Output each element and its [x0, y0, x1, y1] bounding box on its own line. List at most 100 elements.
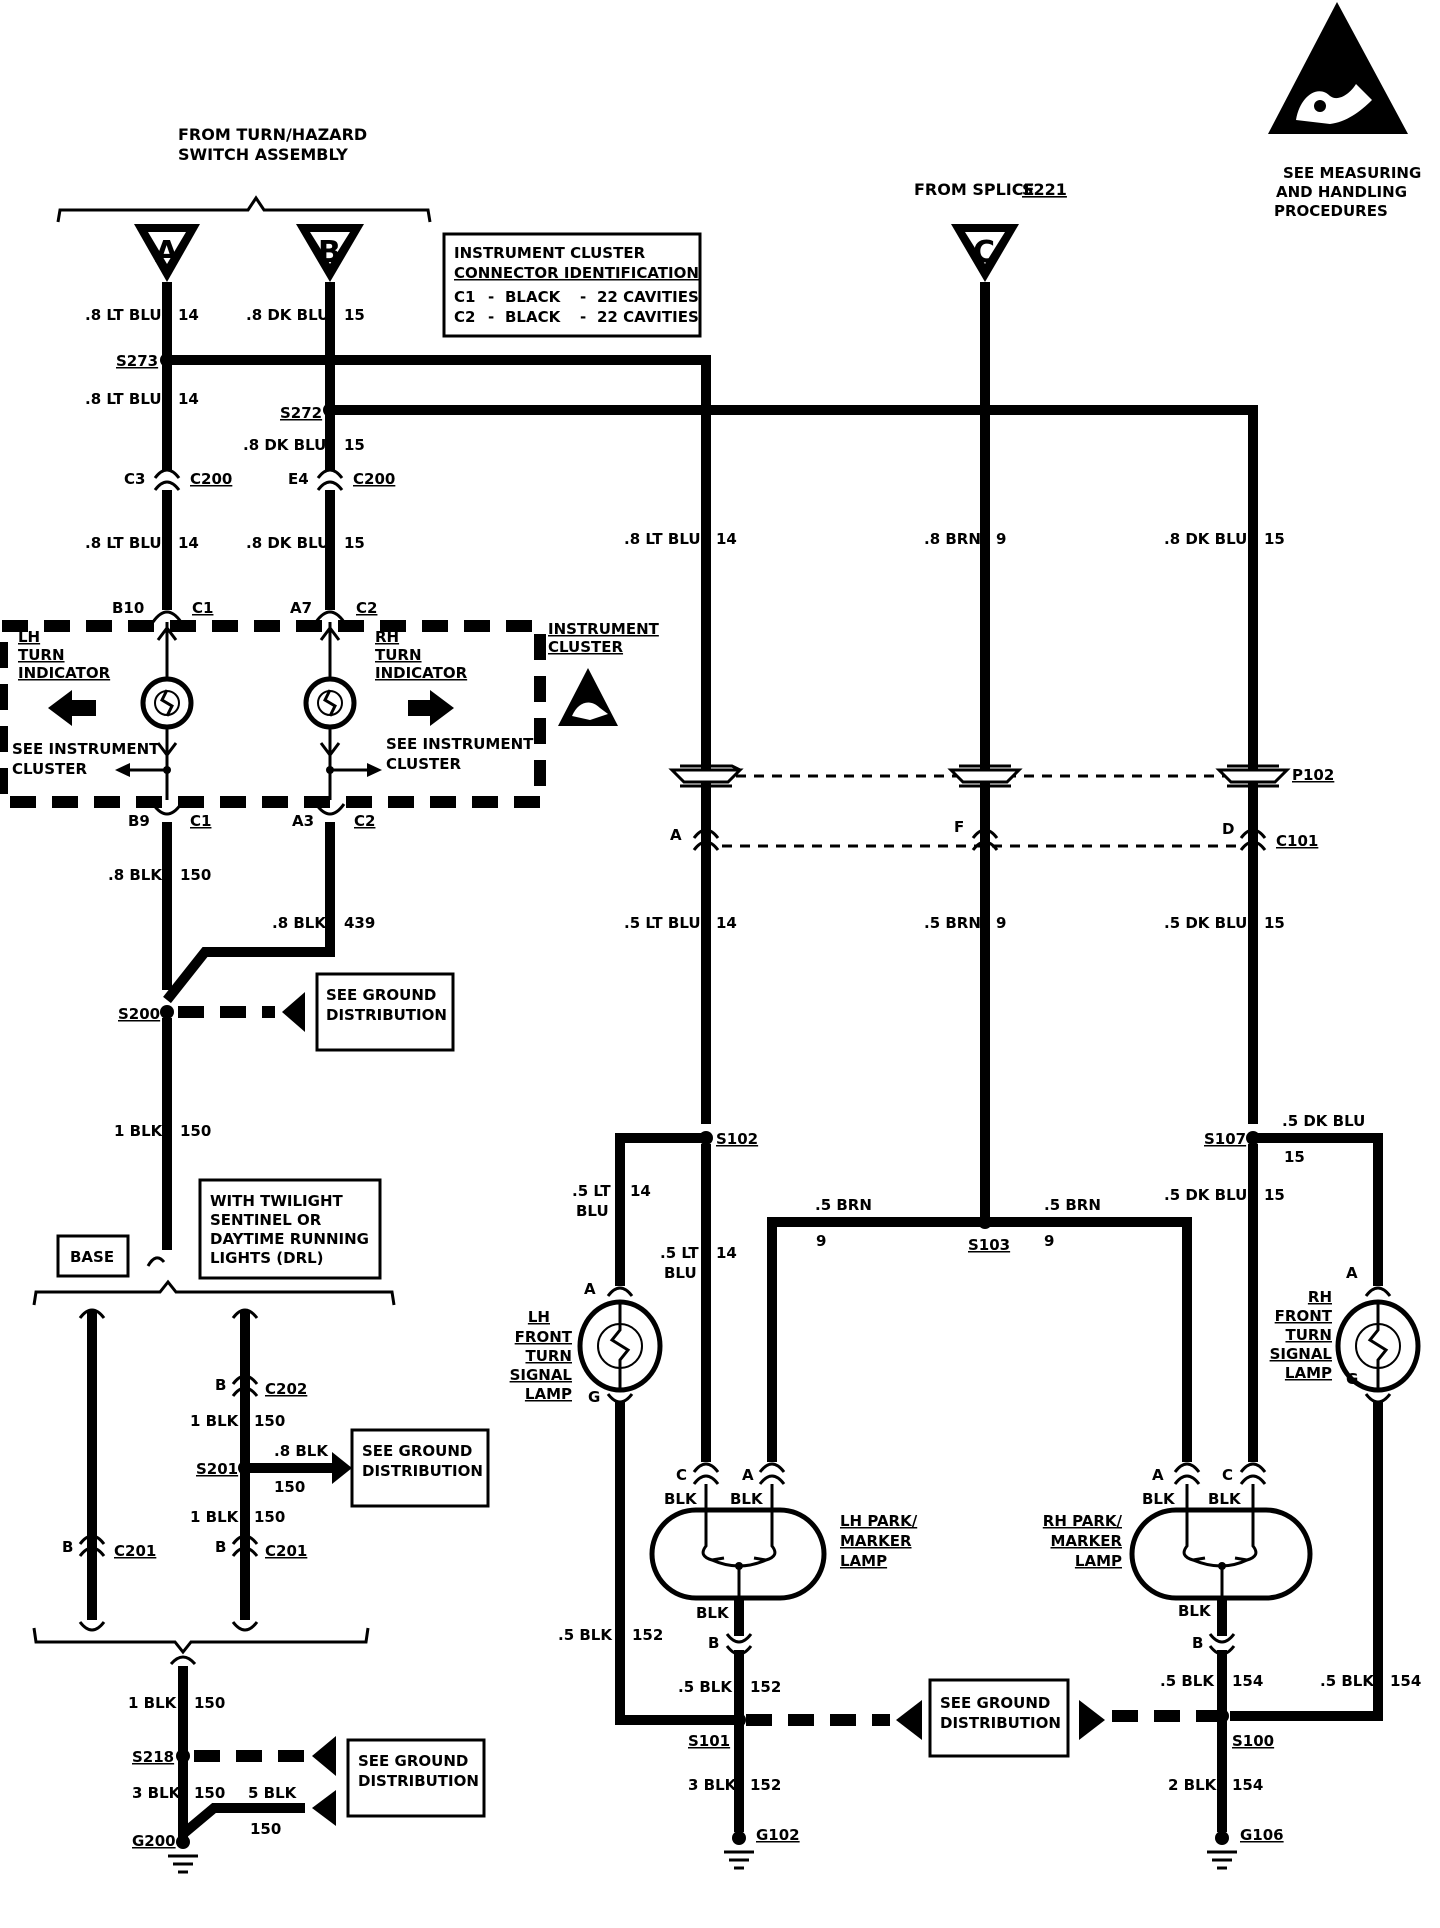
svg-text:CLUSTER: CLUSTER [548, 638, 623, 656]
svg-text:.5 BRN: .5 BRN [924, 914, 981, 932]
label-s218: S218 [132, 1748, 174, 1766]
svg-text:SEE GROUND: SEE GROUND [326, 986, 436, 1004]
ground-arrow-s200 [282, 992, 305, 1032]
ground-g102-icon [724, 1831, 754, 1870]
svg-text:152: 152 [632, 1626, 663, 1644]
instrument-cluster-label: INSTRUMENT CLUSTER [548, 620, 660, 656]
svg-text:.8 LT BLU: .8 LT BLU [85, 306, 162, 324]
svg-text:154: 154 [1232, 1672, 1263, 1690]
wire-blk-5 [179, 1803, 305, 1838]
svg-text:RH: RH [1308, 1288, 1332, 1306]
svg-text:150: 150 [274, 1478, 305, 1496]
svg-text:A: A [584, 1280, 596, 1298]
label-s201: S201 [196, 1460, 238, 1478]
svg-text:.5 BLK: .5 BLK [1320, 1672, 1375, 1690]
svg-text:150: 150 [180, 1122, 211, 1140]
rh-turn-indicator [303, 622, 382, 800]
svg-text:B10: B10 [112, 599, 144, 617]
label-blk-154-rh-front: .5 BLK 154 [1320, 1672, 1421, 1690]
splice-s272-dot [323, 403, 337, 417]
svg-text:BLK: BLK [1142, 1490, 1176, 1508]
svg-text:C: C [676, 1466, 687, 1484]
svg-text:1 BLK: 1 BLK [190, 1508, 240, 1526]
connector-cluster-c1-bottom: B9 C1 [128, 803, 211, 830]
splice-s273-dot [160, 353, 174, 367]
svg-text:9: 9 [996, 530, 1006, 548]
label-s273: S273 [116, 352, 158, 370]
label-brn-rh: .5 BRN 9 [1044, 1196, 1101, 1250]
label-lt-blu-14-trunk: .8 LT BLU 14 [624, 530, 737, 548]
svg-text:SEE GROUND: SEE GROUND [362, 1442, 472, 1460]
svg-text:INDICATOR: INDICATOR [375, 664, 468, 682]
svg-text:BLACK: BLACK [505, 308, 562, 326]
svg-text:.5 BRN: .5 BRN [1044, 1196, 1101, 1214]
svg-text:3 BLK: 3 BLK [132, 1784, 182, 1802]
terminal-b: B [296, 224, 364, 282]
svg-text:C2: C2 [454, 308, 475, 326]
svg-text:150: 150 [194, 1694, 225, 1712]
svg-text:150: 150 [254, 1412, 285, 1430]
svg-text:15: 15 [344, 306, 365, 324]
rh-turn-indicator-label: RH TURN INDICATOR [375, 628, 468, 682]
label-s107: S107 [1204, 1130, 1246, 1148]
svg-text:C201: C201 [114, 1542, 156, 1560]
svg-text:A: A [1152, 1466, 1164, 1484]
svg-text:14: 14 [178, 306, 199, 324]
svg-text:.5 LT BLU: .5 LT BLU [624, 914, 701, 932]
see-instrument-cluster-rh: SEE INSTRUMENT CLUSTER [386, 735, 534, 773]
svg-text:MARKER: MARKER [1050, 1532, 1122, 1550]
svg-text:154: 154 [1390, 1672, 1421, 1690]
ground-g106-icon [1207, 1831, 1237, 1870]
svg-text:DISTRIBUTION: DISTRIBUTION [362, 1462, 483, 1480]
svg-text:.5 BLK: .5 BLK [558, 1626, 613, 1644]
ground-arrow-s218 [312, 1736, 336, 1776]
svg-text:FRONT: FRONT [1275, 1307, 1333, 1325]
ground-note-s201: SEE GROUND DISTRIBUTION [350, 1428, 490, 1508]
svg-text:3 BLK: 3 BLK [688, 1776, 738, 1794]
ground-g200-icon [168, 1835, 198, 1874]
svg-text:15: 15 [1284, 1148, 1305, 1166]
see-instrument-cluster-lh: SEE INSTRUMENT CLUSTER [12, 740, 160, 778]
svg-text:FROM TURN/HAZARD: FROM TURN/HAZARD [178, 125, 367, 144]
svg-text:INSTRUMENT CLUSTER: INSTRUMENT CLUSTER [454, 244, 646, 262]
splice-s101-dot [732, 1713, 746, 1727]
svg-text:14: 14 [716, 530, 737, 548]
label-blk-154-a: .5 BLK 154 [1160, 1672, 1263, 1690]
svg-text:BLK: BLK [1208, 1490, 1242, 1508]
svg-text:1 BLK: 1 BLK [128, 1694, 178, 1712]
svg-text:22 CAVITIES: 22 CAVITIES [597, 288, 699, 306]
connector-c101: A F D C101 [670, 818, 1318, 851]
svg-text:.5 BLK: .5 BLK [1160, 1672, 1215, 1690]
svg-text:F: F [954, 818, 964, 836]
option-bracket-bottom [32, 1627, 370, 1655]
label-s100: S100 [1232, 1732, 1274, 1750]
svg-text:LAMP: LAMP [525, 1385, 572, 1403]
svg-text:SEE GROUND: SEE GROUND [358, 1752, 468, 1770]
svg-text:150: 150 [254, 1508, 285, 1526]
lh-turn-indicator-label: LH TURN INDICATOR [18, 628, 111, 682]
rh-front-lamp-label: RH FRONT TURN SIGNAL LAMP [1270, 1288, 1333, 1382]
rh-park-marker-lamp: A C BLK BLK [1129, 1462, 1313, 1601]
label-blk-08-s201: .8 BLK 150 [274, 1442, 329, 1496]
svg-text:.8 LT BLU: .8 LT BLU [624, 530, 701, 548]
option-break-top [146, 1256, 166, 1267]
wire-lt-blu-to-lh-front [615, 1133, 706, 1286]
connector-id-box: INSTRUMENT CLUSTER CONNECTOR IDENTIFICAT… [442, 232, 702, 338]
svg-text:LAMP: LAMP [1075, 1552, 1122, 1570]
connector-cluster-c1-top: B10 C1 [112, 599, 213, 623]
ground-arrow-s100 [1079, 1700, 1105, 1740]
svg-text:.5 BLK: .5 BLK [678, 1678, 733, 1696]
svg-text:D: D [1222, 820, 1234, 838]
wire-lt-blu-14-main [167, 355, 711, 1124]
svg-text:.8 BLK: .8 BLK [108, 866, 163, 884]
svg-text:15: 15 [1264, 530, 1285, 548]
svg-text:9: 9 [1044, 1232, 1054, 1250]
svg-text:SIGNAL: SIGNAL [1270, 1345, 1333, 1363]
ground-arrow-blk5 [312, 1790, 336, 1826]
wire-blk-154-rh-front [1230, 1402, 1383, 1721]
